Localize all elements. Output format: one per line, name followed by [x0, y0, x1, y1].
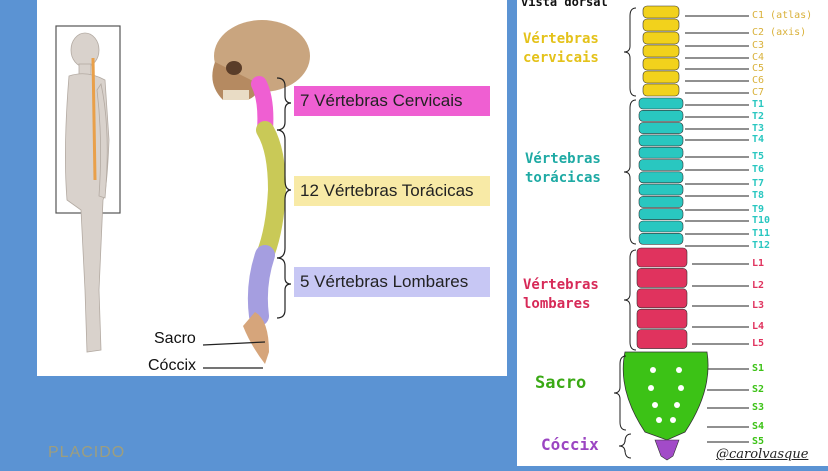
thoracic-vertebra [638, 122, 684, 134]
lumbar-label: 5 Vértebras Lombares [300, 272, 469, 291]
lumbar-vertebra [636, 247, 688, 268]
sacral-foramen [670, 417, 676, 423]
thoracic-vertebra [638, 233, 684, 245]
thoracic-label-bg [294, 176, 490, 206]
sacral-foramen [676, 367, 682, 373]
skull [212, 20, 310, 100]
sacral-foramen [674, 402, 680, 408]
vertebra-label-l2: L2 [752, 280, 765, 291]
left-diagram-panel: 7 Vértebras Cervicais 12 Vértebras Torác… [37, 0, 507, 376]
vertebra-label-s4: S4 [752, 421, 765, 432]
lumbar-brace [276, 257, 292, 319]
thoracic-vertebra [638, 134, 684, 147]
cervical-label: 7 Vértebras Cervicais [300, 91, 463, 110]
cervical-vertebra [642, 83, 680, 97]
vertebra-label-l3: L3 [752, 300, 765, 311]
vertebra-label-c3: C3 [752, 40, 765, 51]
lumbar-vertebra [636, 268, 688, 288]
vertebra-label-s1: S1 [752, 363, 765, 374]
thoracic-vertebra [638, 146, 684, 159]
vertebra-label-s2: S2 [752, 384, 765, 395]
vertebra-label-s3: S3 [752, 402, 765, 413]
vertebra-label-t9: T9 [752, 204, 765, 215]
cervical-label-bg [294, 86, 490, 116]
cervical-vertebra [642, 57, 680, 71]
thoracic-group-label: Vértebras torácicas [525, 151, 601, 186]
body-spine-hint [91, 57, 97, 181]
thoracic-vertebra [638, 110, 684, 122]
vertebra-label-t3: T3 [752, 123, 765, 134]
human-body-figure [65, 32, 110, 353]
vertebra-label-l1: L1 [752, 258, 765, 269]
spine-sacrum [243, 312, 269, 364]
vertebra-label-t10: T10 [752, 215, 771, 226]
thoracic-vertebra [638, 220, 684, 233]
left-illustration [55, 20, 490, 369]
sacral-foramen [678, 385, 684, 391]
thoracic-brace [276, 129, 292, 259]
vertebra-label-t7: T7 [752, 178, 765, 189]
watermark-text: PLACIDO [48, 444, 126, 461]
vertebra-label-t11: T11 [752, 228, 771, 239]
vertebra-label-l5: L5 [752, 338, 765, 349]
sacrum-label: Sacro [154, 330, 196, 347]
sacral-foramen [652, 402, 658, 408]
cervical-brace [276, 77, 292, 131]
vertebra-label-c7: C7 [752, 87, 765, 98]
spine-thoracic [256, 121, 287, 264]
vertebra-label-c6: C6 [752, 75, 765, 86]
sacrum-bone [622, 351, 709, 441]
sacrum-pointer [202, 341, 266, 346]
cervical-vertebra [642, 70, 680, 84]
coccyx-bone [654, 439, 680, 461]
vertebra-label-l4: L4 [752, 321, 765, 332]
vertebra-label-c5: C5 [752, 63, 765, 74]
vertebra-label-s5: S5 [752, 436, 765, 447]
right-diagram-panel: vista dorsal Vértebras cervicais Vértebr… [517, 0, 828, 466]
vertebra-label-t5: T5 [752, 151, 765, 162]
cervical-brace-right [623, 7, 637, 97]
thoracic-vertebra [638, 183, 684, 196]
vertebra-label-t1: T1 [752, 99, 765, 110]
lumbar-vertebra [636, 329, 688, 349]
vertebra-label-t2: T2 [752, 111, 765, 122]
sacral-foramen [648, 385, 654, 391]
vertebra-label-t4: T4 [752, 134, 765, 145]
sacrum-group-label: Sacro [535, 373, 587, 393]
thoracic-vertebra [638, 159, 684, 171]
dorsal-spine-illustration [613, 5, 749, 461]
lumbar-vertebra [636, 308, 688, 329]
cervical-vertebra [642, 31, 680, 45]
vertebra-label-t8: T8 [752, 190, 765, 201]
vertebra-label-c1: C1 (atlas) [752, 10, 813, 21]
thoracic-vertebra [638, 196, 684, 208]
coccyx-group-label: Cóccix [541, 435, 599, 454]
lumbar-label-bg [294, 267, 490, 297]
vertebra-label-c4: C4 [752, 52, 765, 63]
coccyx-brace-right [618, 433, 632, 459]
author-credit[interactable]: @carolvasque [716, 447, 809, 462]
cervical-vertebra [642, 44, 680, 58]
thoracic-vertebra [638, 208, 684, 220]
coccyx-label: Cóccix [148, 357, 197, 374]
sacrum-brace-right [613, 355, 627, 431]
thoracic-brace-right [623, 99, 637, 245]
cervical-vertebra [642, 18, 680, 32]
thoracic-vertebra [638, 97, 684, 110]
sacral-foramen [656, 417, 662, 423]
spine-lumbar [247, 245, 275, 326]
vertebra-label-c2: C2 (axis) [752, 27, 807, 38]
thoracic-label: 12 Vértebras Torácicas [300, 181, 474, 200]
cervical-vertebra [642, 5, 680, 19]
vertebra-label-t6: T6 [752, 164, 765, 175]
sacral-foramen [650, 367, 656, 373]
view-title: vista dorsal [521, 0, 608, 9]
vertebra-label-t12: T12 [752, 240, 771, 251]
thoracic-vertebra [638, 171, 684, 184]
lumbar-brace-right [623, 249, 637, 351]
lumbar-vertebra [636, 288, 688, 309]
cervical-group-label: Vértebras cervicais [523, 31, 599, 66]
lumbar-group-label: Vértebras lombares [523, 277, 599, 312]
